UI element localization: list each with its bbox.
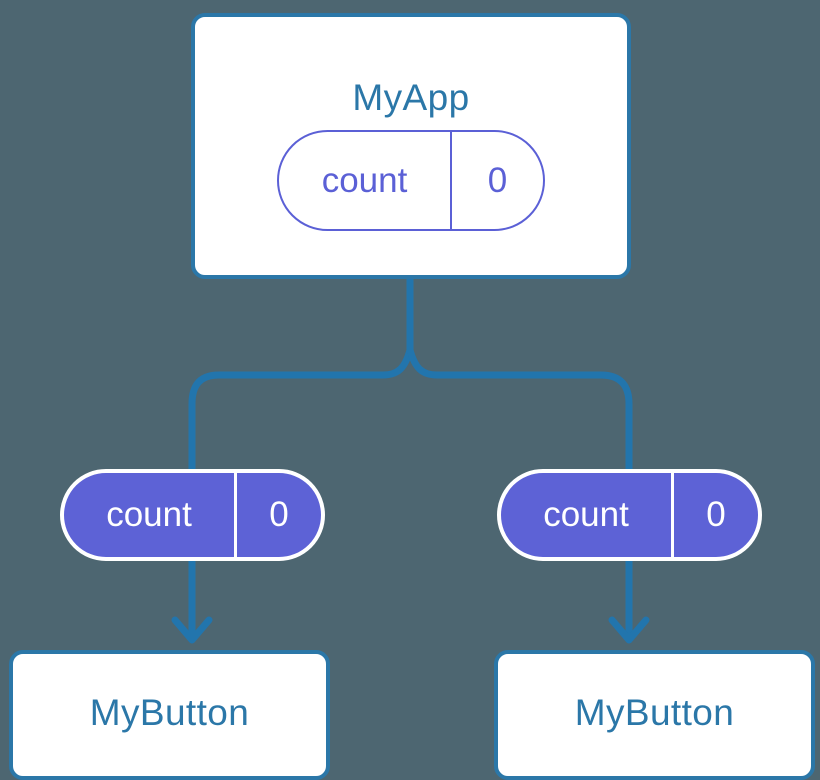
left-prop-to-mybutton-arrowhead-icon: [171, 616, 213, 644]
prop-pill-left[interactable]: count 0: [60, 469, 325, 561]
component-node-mybutton-left[interactable]: MyButton: [9, 650, 330, 780]
component-title-mybutton-right: MyButton: [574, 692, 735, 733]
state-pill-myapp-key: count: [279, 132, 452, 229]
component-node-myapp[interactable]: MyApp: [191, 13, 631, 279]
component-node-mybutton-right[interactable]: MyButton: [494, 650, 815, 780]
prop-pill-right-key: count: [501, 473, 674, 557]
component-title-myapp: MyApp: [352, 77, 470, 118]
right-prop-to-mybutton-arrowhead-icon: [608, 616, 650, 644]
state-pill-myapp[interactable]: count 0: [277, 130, 545, 231]
prop-pill-left-value: 0: [269, 495, 289, 534]
branch-split-left-wing: [219, 348, 414, 379]
prop-pill-right-value: 0: [706, 495, 726, 534]
prop-pill-right[interactable]: count 0: [497, 469, 762, 561]
prop-pill-left-key: count: [64, 473, 237, 557]
branch-to-left-prop: [188, 371, 220, 478]
state-pill-myapp-value: 0: [487, 160, 508, 200]
branch-to-right-prop: [600, 371, 633, 478]
branch-split-right-wing: [406, 348, 601, 379]
component-title-mybutton-left: MyButton: [89, 692, 250, 733]
